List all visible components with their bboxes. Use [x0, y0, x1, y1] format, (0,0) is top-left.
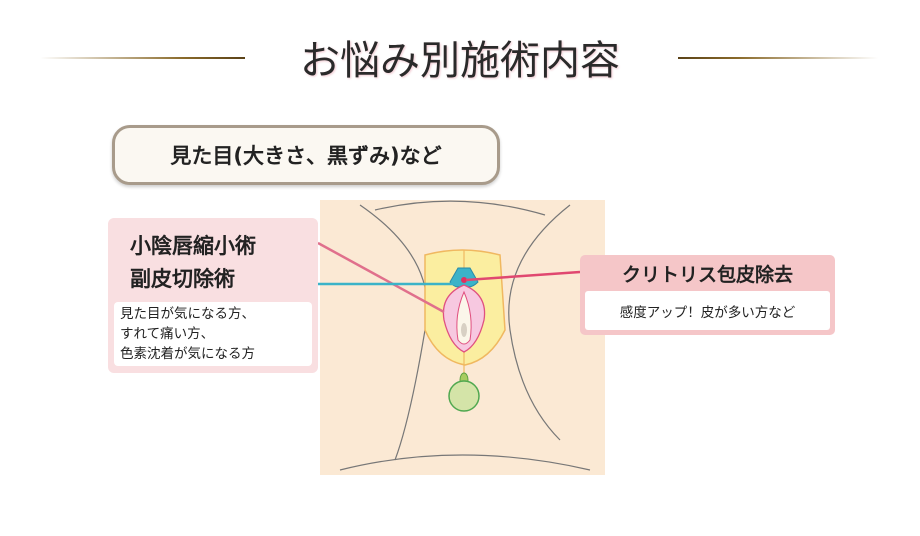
clitoral-hood-callout: クリトリス包皮除去 感度アップ！皮が多い方など — [580, 255, 835, 335]
clitoris — [461, 277, 467, 283]
callout-description: 感度アップ！皮が多い方など — [585, 291, 830, 330]
abdomen-line — [374, 200, 546, 216]
page-title: お悩み別施術内容 — [300, 38, 620, 84]
anus — [448, 380, 480, 412]
desc-line: 色素沈着が気になる方 — [120, 346, 255, 362]
pointer-line-clitoris — [465, 270, 581, 282]
callout-description: 見た目が気になる方、 すれて痛い方、 色素沈着が気になる方 — [114, 302, 312, 366]
title-divider-left — [40, 57, 245, 59]
desc-line: すれて痛い方、 — [120, 326, 215, 342]
thigh-line-right — [508, 204, 571, 441]
callout-title-1: 小陰唇縮小術 — [130, 234, 256, 258]
callout-title: クリトリス包皮除去 — [621, 264, 793, 286]
buttock-line — [339, 454, 591, 471]
title-divider-right — [678, 57, 878, 59]
labiaplasty-callout: 小陰唇縮小術 副皮切除術 見た目が気になる方、 すれて痛い方、 色素沈着が気にな… — [108, 218, 318, 373]
desc-line: 見た目が気になる方、 — [120, 306, 255, 322]
callout-title-2: 副皮切除術 — [130, 267, 235, 291]
category-badge: 見た目(大きさ、黒ずみ)など — [112, 125, 500, 185]
pointer-line-labia — [317, 241, 445, 314]
